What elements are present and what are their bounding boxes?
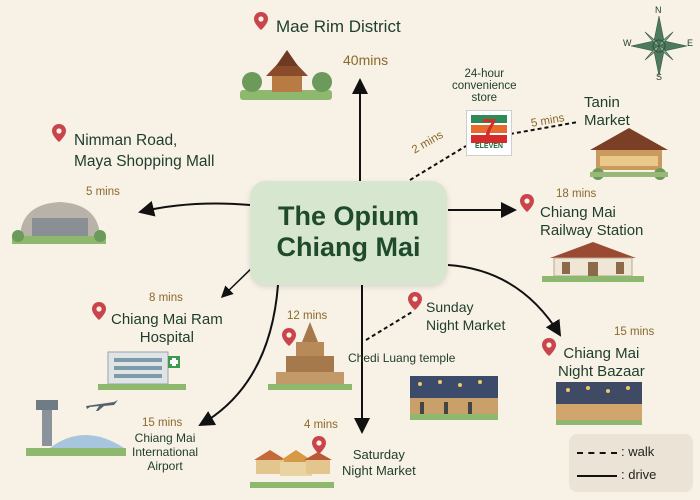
place-mae-rim: Mae Rim District bbox=[276, 17, 401, 36]
map-pin-icon bbox=[254, 12, 268, 30]
market-illustration bbox=[590, 128, 668, 180]
compass-icon bbox=[630, 15, 688, 77]
night-bazaar-illustration bbox=[556, 382, 642, 425]
walk-line-icon bbox=[577, 451, 617, 454]
saturday-market-illustration bbox=[250, 450, 334, 488]
time-airport: 15 mins bbox=[142, 417, 183, 429]
map-pin-icon bbox=[282, 328, 296, 346]
compass-n: N bbox=[655, 5, 662, 15]
place-airport: Chiang Mai International Airport bbox=[132, 431, 199, 473]
route-night-bazaar bbox=[447, 264, 562, 337]
seven-eleven-sign: 7 ELEVEN bbox=[466, 110, 512, 156]
map-pin-icon bbox=[312, 436, 326, 454]
time-night-bazaar: 15 mins bbox=[614, 326, 655, 338]
compass-s: S bbox=[656, 72, 663, 82]
legend-walk-label: : walk bbox=[621, 444, 655, 459]
sunday-market-illustration bbox=[410, 376, 498, 420]
place-ram-hospital: Chiang Mai Ram Hospital bbox=[111, 311, 223, 346]
legend-drive: : drive bbox=[577, 467, 656, 482]
map-pin-icon bbox=[92, 302, 106, 320]
place-railway: Chiang Mai Railway Station bbox=[540, 204, 644, 239]
station-illustration bbox=[542, 242, 644, 282]
route-tanin bbox=[509, 121, 579, 135]
route-nimman bbox=[138, 200, 251, 217]
route-convenience bbox=[409, 145, 467, 181]
map-pin-icon bbox=[408, 292, 422, 310]
airport-illustration bbox=[26, 400, 126, 456]
map-pin-icon bbox=[542, 338, 556, 356]
plane-icon bbox=[86, 400, 118, 411]
hotel-title: The Opium Chiang Mai bbox=[276, 201, 421, 262]
time-nimman: 5 mins bbox=[86, 186, 120, 198]
hospital-illustration bbox=[98, 351, 186, 390]
drive-line-icon bbox=[577, 474, 617, 477]
place-convenience: 24-hour convenience store bbox=[452, 68, 517, 104]
time-saturday: 4 mins bbox=[304, 419, 338, 431]
time-ram-hospital: 8 mins bbox=[149, 292, 183, 304]
map-pin-icon bbox=[520, 194, 534, 212]
mall-illustration bbox=[12, 202, 106, 244]
temple-illustration bbox=[240, 50, 332, 100]
time-railway: 18 mins bbox=[556, 188, 597, 200]
place-nimman: Nimman Road, Maya Shopping Mall bbox=[74, 132, 215, 170]
place-sunday: Sunday Night Market bbox=[426, 299, 506, 333]
legend: : walk : drive bbox=[569, 434, 693, 492]
compass-w: W bbox=[623, 38, 632, 48]
map-pin-icon bbox=[52, 124, 66, 142]
time-chedi: 12 mins bbox=[287, 310, 328, 322]
route-sunday bbox=[365, 311, 413, 341]
legend-walk: : walk bbox=[577, 444, 654, 459]
route-airport bbox=[198, 284, 279, 426]
legend-drive-label: : drive bbox=[621, 467, 657, 482]
place-tanin: Tanin Market bbox=[584, 94, 630, 129]
hotel-center-box: The Opium Chiang Mai bbox=[250, 181, 447, 285]
place-chedi: Chedi Luang temple bbox=[348, 351, 456, 365]
compass-e: E bbox=[687, 38, 694, 48]
time-mae-rim: 40mins bbox=[343, 52, 389, 68]
place-night-bazaar: Chiang Mai Night Bazaar bbox=[558, 345, 645, 380]
place-saturday: Saturday Night Market bbox=[342, 447, 416, 478]
store-sign-text: ELEVEN bbox=[474, 143, 503, 150]
chedi-illustration bbox=[268, 322, 352, 390]
